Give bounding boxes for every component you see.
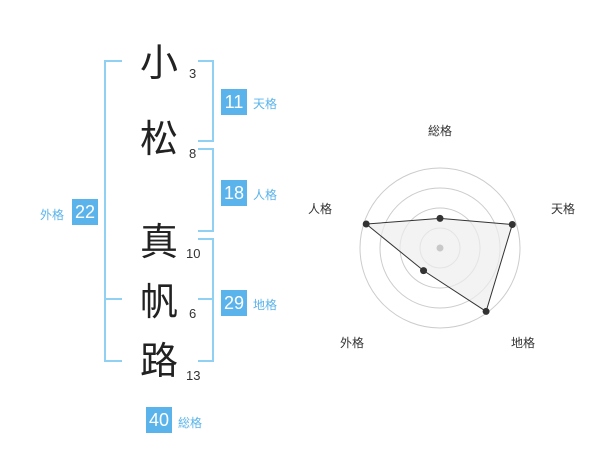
- jinkaku-value-badge: 18: [221, 180, 247, 206]
- tenkaku-value-badge: 11: [221, 89, 247, 115]
- radar-point-1: [436, 214, 444, 222]
- soukaku-label: 総格: [178, 416, 203, 430]
- radar-point-3: [482, 307, 490, 315]
- radar-data-polygon: [364, 217, 513, 313]
- stroke-count-5: 13: [186, 368, 201, 383]
- radar-label-tenkaku: 天格: [551, 202, 576, 216]
- gaikaku-label: 外格: [40, 208, 65, 222]
- stroke-count-4: 6: [189, 306, 197, 321]
- radar-label-jinkaku: 人格: [308, 202, 333, 216]
- jinkaku-label: 人格: [253, 188, 278, 202]
- radar-label-gaikaku: 外格: [340, 336, 365, 350]
- radar-point-2: [508, 221, 516, 229]
- radar-grid-ring-4: [359, 167, 521, 329]
- name-char-1: 小: [140, 41, 179, 85]
- chikaku-value-badge: 29: [221, 290, 247, 316]
- name-char-5: 路: [140, 339, 179, 383]
- chikaku-label: 地格: [253, 298, 278, 312]
- radar-center-dot: [436, 244, 444, 252]
- gaikaku-bracket-tick: [104, 298, 122, 300]
- name-char-2: 松: [140, 117, 179, 161]
- radar-point-5: [362, 220, 370, 228]
- chikaku-bracket: [198, 238, 214, 362]
- jinkaku-bracket: [198, 148, 214, 232]
- name-char-4: 帆: [140, 280, 179, 324]
- soukaku-value-badge: 40: [146, 407, 172, 433]
- gaikaku-value-badge: 22: [72, 199, 98, 225]
- radar-point-4: [420, 267, 428, 275]
- name-char-3: 真: [140, 220, 179, 264]
- gaikaku-bracket: [104, 60, 122, 362]
- stroke-count-3: 10: [186, 246, 201, 261]
- tenkaku-bracket: [198, 60, 214, 142]
- radar-label-soukaku: 総格: [428, 124, 453, 138]
- chikaku-bracket-tick: [198, 298, 214, 300]
- stroke-count-1: 3: [189, 66, 197, 81]
- radar-label-chikaku: 地格: [511, 336, 536, 350]
- stroke-count-2: 8: [189, 146, 197, 161]
- tenkaku-label: 天格: [253, 97, 278, 111]
